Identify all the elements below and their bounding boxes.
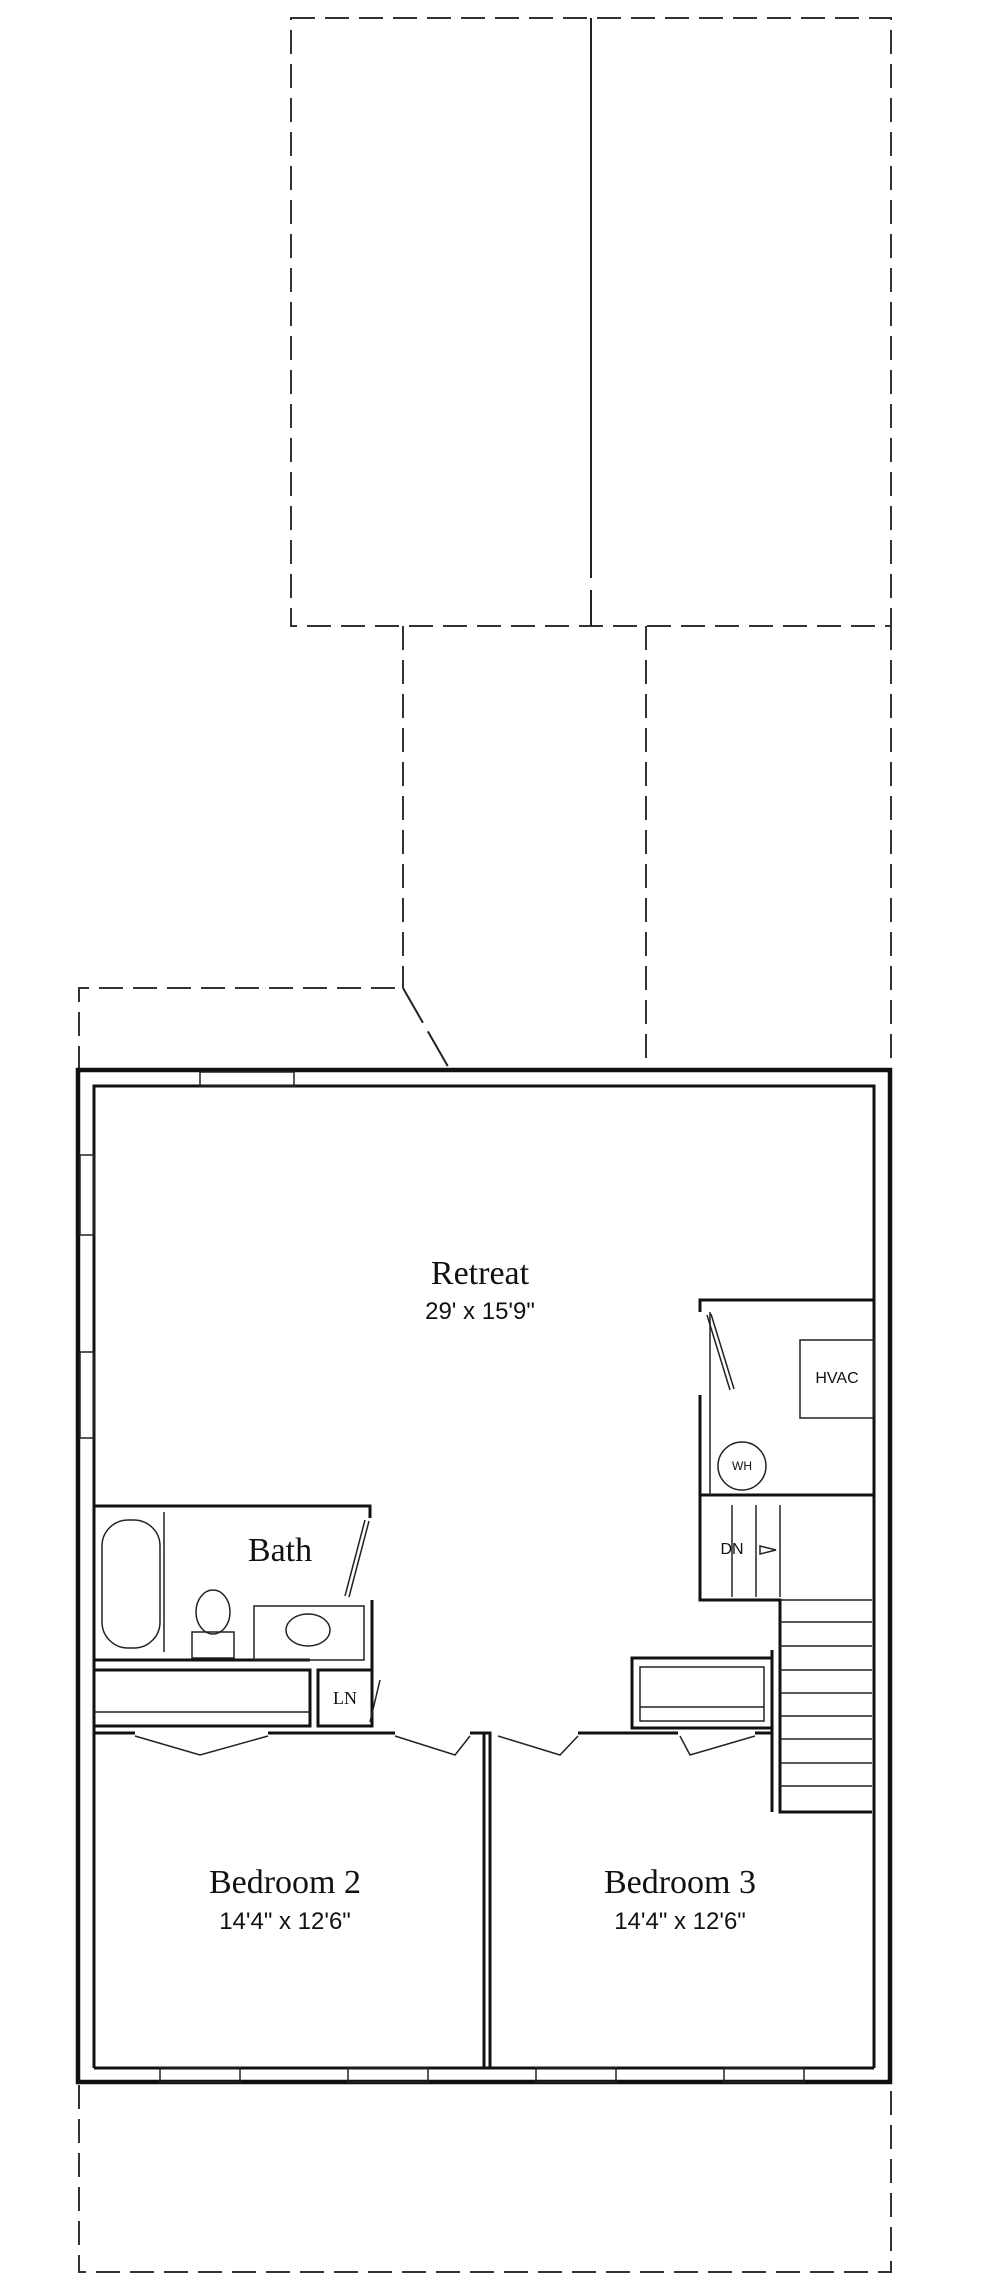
hvac-label: HVAC bbox=[815, 1370, 859, 1387]
rear-porch-outline bbox=[78, 2085, 892, 2273]
water-heater-label: WH bbox=[732, 1459, 752, 1473]
room-name-bath: Bath bbox=[247, 1532, 313, 1569]
room-name-bedroom-2: Bedroom 2 bbox=[208, 1864, 362, 1901]
linen-closet-label: LN bbox=[333, 1688, 357, 1708]
room-name-retreat: Retreat bbox=[430, 1255, 530, 1292]
mechanical-room bbox=[698, 1298, 875, 1497]
lower-roof-outline bbox=[78, 626, 892, 1071]
room-name-bedroom-3: Bedroom 3 bbox=[603, 1864, 757, 1901]
stairs-down-label: DN bbox=[720, 1541, 744, 1558]
upper-roof-outline bbox=[290, 17, 892, 627]
room-dimensions-retreat: 29' x 15'9" bbox=[425, 1298, 535, 1325]
bath-walls bbox=[94, 1504, 374, 1680]
room-dimensions-bedroom-3: 14'4" x 12'6" bbox=[614, 1908, 746, 1935]
windows bbox=[79, 1071, 805, 2083]
room-dimensions-bedroom-2: 14'4" x 12'6" bbox=[219, 1908, 351, 1935]
closets bbox=[92, 1656, 774, 1730]
bedroom-walls bbox=[94, 1731, 772, 2068]
